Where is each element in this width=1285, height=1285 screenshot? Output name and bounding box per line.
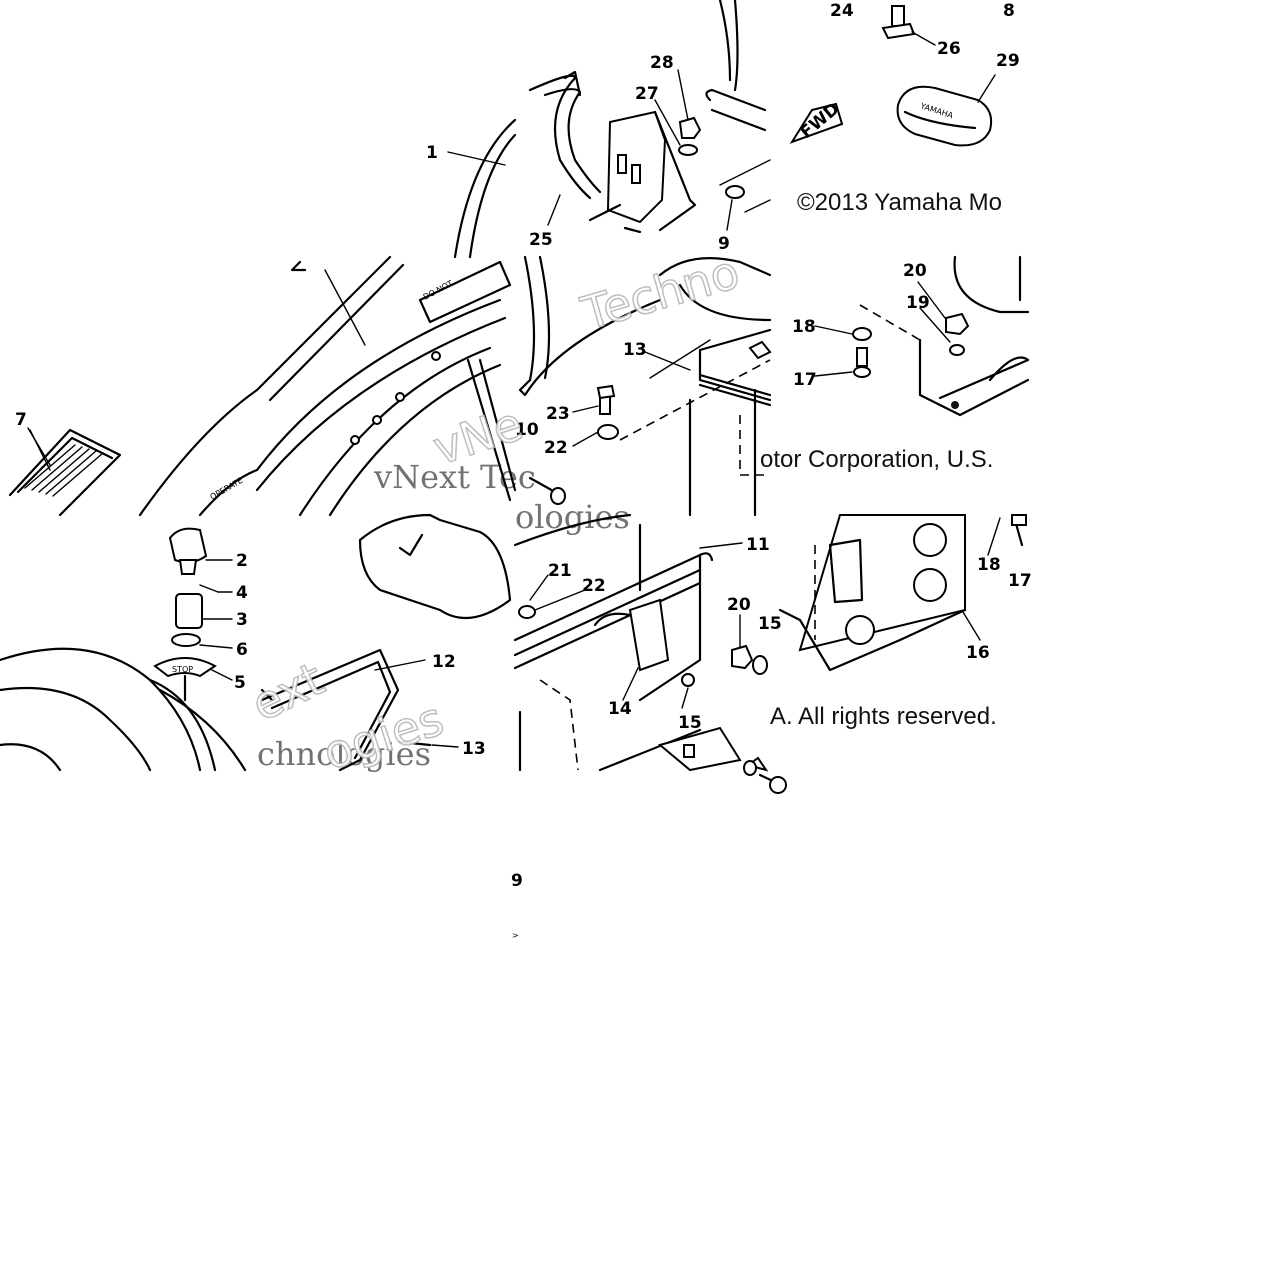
callout-22-top: 22: [544, 438, 568, 458]
callout-10: 10: [515, 420, 539, 440]
watermark-ext: ext: [243, 651, 332, 731]
callout-25: 25: [529, 230, 553, 250]
tile-fender-left: DO NOT: [255, 255, 517, 517]
callout-12: 12: [432, 652, 456, 672]
callout-5: 5: [234, 673, 246, 693]
callout-20-bottom: 20: [727, 595, 751, 615]
plate-text: STOP: [172, 665, 193, 674]
decal-donot-text: DO NOT: [422, 279, 455, 302]
callout-14: 14: [608, 699, 632, 719]
callout-15-right: 15: [758, 614, 782, 634]
decal-operate-text: OPERATE: [209, 476, 245, 502]
watermark-vnext-tec: vNext Tec: [373, 458, 536, 496]
tile-hardware-pad: YAMAHA: [881, 5, 996, 147]
callout-13-top: 13: [623, 340, 647, 360]
callout-16: 16: [966, 643, 990, 663]
tile-box-side: [518, 255, 772, 517]
callout-17-bottom: 17: [1008, 571, 1032, 591]
watermark-techno: Techno: [575, 244, 745, 340]
callout-22-mid: 22: [582, 576, 606, 596]
callout-20-top: 20: [903, 261, 927, 281]
watermark-ologies: ologies: [515, 498, 630, 536]
callout-11: 11: [746, 535, 770, 555]
callout-23: 23: [546, 404, 570, 424]
callout-2: 2: [236, 551, 248, 571]
callout-18-bottom: 18: [977, 555, 1001, 575]
copyright-line-1: ©2013 Yamaha Mo: [797, 189, 1002, 216]
tile-lower-fragment: [743, 760, 787, 794]
tile-mount-bracket: [852, 255, 1030, 417]
stray-mark-2: >: [512, 931, 519, 940]
copyright-line-2: otor Corporation, U.S.: [760, 446, 993, 473]
callout-15-bottom: 15: [678, 713, 702, 733]
callout-28: 28: [650, 53, 674, 73]
copyright-line-3: A. All rights reserved.: [770, 703, 997, 730]
callout-7: 7: [15, 410, 27, 430]
callout-26: 26: [937, 39, 961, 59]
leader-lines: [27, 69, 1001, 748]
callout-17-top: 17: [793, 370, 817, 390]
stray-mark-1: 9: [511, 871, 523, 891]
callout-19: 19: [906, 293, 930, 313]
callout-labels: 24 8 26 29 28 27 1 25 9 20 19 18 17 13 2…: [15, 1, 1032, 759]
tile-seat-frame: [260, 513, 512, 772]
tile-strap-bracket: [453, 0, 844, 259]
callout-4: 4: [236, 583, 248, 603]
callout-18-top: 18: [792, 317, 816, 337]
tile-box-latch: [513, 513, 742, 772]
callout-27: 27: [635, 84, 659, 104]
callout-1: 1: [426, 143, 438, 163]
watermark-chnologies: chnologies: [257, 735, 431, 773]
callout-8: 8: [1003, 1, 1015, 21]
tile-cap-tank: STOP: [0, 527, 247, 772]
callout-9: 9: [718, 234, 730, 254]
callout-21: 21: [548, 561, 572, 581]
callout-29: 29: [996, 51, 1020, 71]
callout-3: 3: [236, 610, 248, 630]
callout-6: 6: [236, 640, 248, 660]
callout-24: 24: [830, 1, 854, 21]
tile-side-plate: [731, 514, 1027, 772]
callout-13-bottom: 13: [462, 739, 486, 759]
